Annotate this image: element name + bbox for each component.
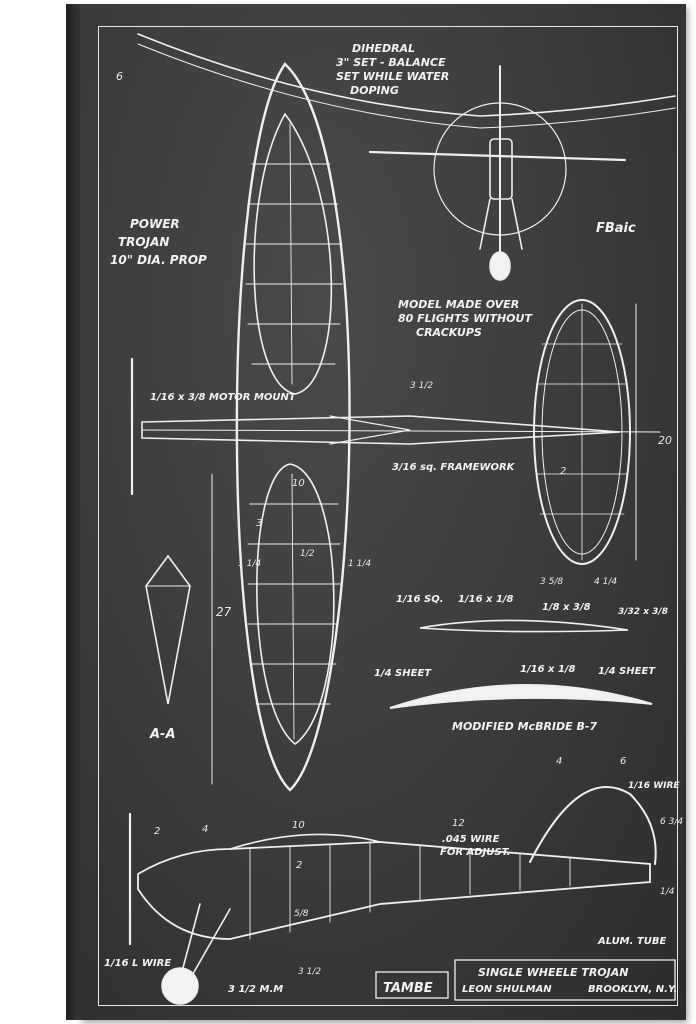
dim-3: 3 (256, 518, 262, 529)
rib-airfoil (419, 619, 629, 633)
dim-4-1-4: 4 1/4 (594, 577, 617, 587)
framework-label: 3/16 sq. FRAMEWORK (392, 462, 516, 473)
side-dim-5-8: 5/8 (294, 909, 309, 919)
signature: FBaic (596, 221, 636, 236)
alum-tube-label: ALUM. TUBE (597, 936, 666, 947)
wheel-label: 3 1/2 M.M (228, 984, 283, 995)
dim-27: 27 (216, 605, 232, 619)
dihedral-note-4: DOPING (350, 84, 399, 97)
tail-dim-4: 4 (556, 756, 562, 767)
dim-20: 20 (658, 434, 672, 447)
blueprint-text-layer: DIHEDRAL 3" SET - BALANCE SET WHILE WATE… (104, 42, 683, 996)
front-view-fuselage (489, 138, 513, 200)
motor-mount-label: 1/16 x 3/8 MOTOR MOUNT (150, 392, 297, 403)
stamp-text: TAMBE (383, 981, 433, 996)
landing-gear (179, 903, 231, 980)
dim-3-1-2: 3 1/2 (410, 381, 433, 391)
wire-note-2: FOR ADJUST. (440, 847, 511, 858)
dim-3-5-8: 3 5/8 (540, 577, 563, 587)
side-dim-3-1-2: 3 1/2 (298, 967, 321, 977)
side-dim-4: 4 (202, 824, 208, 835)
title-block (454, 959, 676, 1001)
blueprint-drawing (128, 33, 676, 1005)
tail-dim-1-4: 1/4 (660, 887, 675, 897)
wheel (161, 967, 199, 1005)
main-wing-plan (235, 62, 351, 792)
elev-sq-label: 1/16 SQ. (396, 594, 444, 605)
elev-right-label: 1/8 x 3/8 (542, 602, 591, 613)
blueprint-border (98, 26, 678, 1006)
power-note-2: TROJAN (118, 235, 169, 249)
tail-dim-6-3-4: 6 3/4 (660, 817, 683, 827)
spar-label: 1/16 x 1/8 (520, 664, 576, 675)
power-note-1: POWER (130, 217, 180, 231)
mcbride-airfoil (389, 683, 653, 709)
author-text: LEON SHULMAN (462, 984, 552, 995)
dihedral-note-2: 3" SET - BALANCE (336, 56, 446, 69)
stabilizer-plan (533, 299, 631, 565)
flights-note-3: CRACKUPS (416, 326, 482, 339)
blueprint-canvas: DIHEDRAL 3" SET - BALANCE SET WHILE WATE… (80, 4, 686, 1020)
flights-note-2: 80 FLIGHTS WITHOUT (398, 312, 533, 325)
side-dim-12: 12 (452, 818, 465, 829)
l-wire-label: 1/16 L WIRE (104, 958, 171, 969)
airfoil-label: MODIFIED McBRIDE B-7 (452, 720, 597, 733)
section-a-a (145, 554, 191, 705)
flights-note-1: MODEL MADE OVER (398, 298, 519, 311)
tail-dim-6: 6 (620, 756, 626, 767)
wire-top-label: 1/16 WIRE (628, 781, 680, 791)
side-dim-2: 2 (154, 826, 160, 837)
dim-1-1-4-b: 1 1/4 (348, 559, 371, 569)
fuselage-side-view (137, 841, 651, 940)
side-dim-2b: 2 (296, 860, 302, 871)
dim-10: 10 (292, 478, 305, 489)
sheet-left-label: 1/4 SHEET (374, 668, 432, 679)
elev-mid-label: 1/16 x 1/8 (458, 594, 514, 605)
dim-2-right: 2 (560, 466, 566, 477)
location-text: BROOKLYN, N.Y. (588, 984, 677, 995)
dim-6-top: 6 (116, 70, 123, 83)
dim-1-2: 1/2 (300, 549, 315, 559)
dihedral-note-1: DIHEDRAL (352, 42, 415, 55)
side-dim-10: 10 (292, 820, 305, 831)
stamp-box (375, 971, 449, 999)
sheet-right-label: 1/4 SHEET (598, 666, 656, 677)
section-label: A-A (149, 727, 176, 742)
tail-fin (529, 785, 657, 865)
fuselage-plan (141, 415, 621, 445)
dim-1-1-4-a: 1 1/4 (238, 559, 261, 569)
elev-far-label: 3/32 x 3/8 (618, 607, 668, 617)
title-text: SINGLE WHEELE TROJAN (478, 966, 628, 979)
power-note-3: 10" DIA. PROP (110, 253, 207, 267)
canvas-side-edge (66, 4, 80, 1020)
wire-note-1: .045 WIRE (442, 834, 500, 845)
dihedral-note-3: SET WHILE WATER (336, 70, 449, 83)
